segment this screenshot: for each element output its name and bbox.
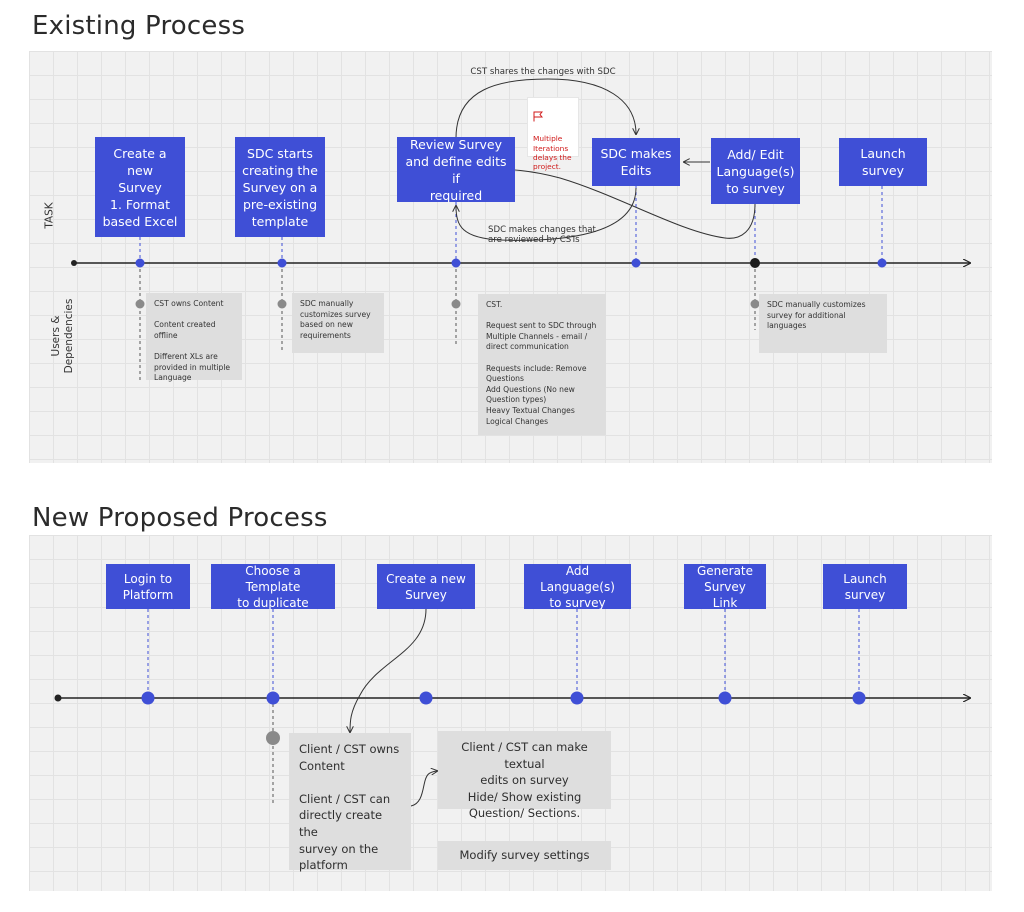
note-textual-edits: Client / CST can make textual edits on s… [438, 731, 611, 820]
timeline-dot-active [750, 258, 760, 268]
task-create-new-survey[interactable]: Create a new Survey 1. Format based Exce… [95, 137, 185, 237]
task-sdc-makes-edits[interactable]: SDC makes Edits [592, 138, 680, 186]
timeline-dot [419, 691, 433, 705]
task-login-platform[interactable]: Login to Platform [106, 564, 190, 609]
note-sdc-languages: SDC manually customizes survey for addit… [759, 294, 887, 353]
timeline-dot [718, 691, 732, 705]
task-choose-template[interactable]: Choose a Template to duplicate [211, 564, 335, 610]
warning-text: Multiple Iterations delays the project. [533, 134, 572, 172]
timeline-dot [852, 691, 866, 705]
existing-process-board [29, 51, 992, 463]
language-back-arrow [490, 169, 756, 239]
timeline-dot [631, 258, 641, 268]
create-survey-arrow [350, 608, 427, 732]
timeline-dot [141, 691, 155, 705]
note-cst-requests: CST. Request sent to SDC through Multipl… [478, 294, 606, 435]
timeline-dot [877, 258, 887, 268]
task-launch-survey-proposed[interactable]: Launch survey [823, 564, 907, 609]
loop-arrow-top [455, 78, 636, 139]
timeline-dot [277, 258, 287, 268]
note-cst-owns-content: CST owns Content Content created offline… [146, 293, 242, 382]
task-add-language[interactable]: Add Language(s) to survey [524, 564, 631, 610]
timeline-dot [266, 691, 280, 705]
task-launch-survey[interactable]: Launch survey [839, 138, 927, 186]
note-client-owns-content: Client / CST owns Content Client / CST c… [289, 733, 411, 872]
note-modify-settings: Modify survey settings [438, 841, 611, 870]
timeline-dot [570, 691, 584, 705]
warning-note: Multiple Iterations delays the project. [527, 97, 579, 171]
timeline-dot [451, 258, 461, 268]
loop-arrow-bottom [456, 187, 637, 241]
loop-label-bottom: SDC makes changes that are reviewed by C… [488, 225, 596, 245]
task-review-survey[interactable]: Review Survey and define edits if requir… [397, 137, 515, 203]
timeline-dot [135, 258, 145, 268]
red-flag-icon [533, 111, 543, 122]
task-add-edit-language[interactable]: Add/ Edit Language(s) to survey [711, 138, 800, 204]
task-create-new-survey-proposed[interactable]: Create a new Survey [377, 564, 475, 609]
task-sdc-starts-creating[interactable]: SDC starts creating the Survey on a pre-… [235, 137, 325, 237]
loop-label-top: CST shares the changes with SDC [470, 67, 616, 77]
existing-process-heading: Existing Process [32, 11, 246, 41]
proposed-process-heading: New Proposed Process [32, 503, 328, 533]
note-sdc-customizes: SDC manually customizes survey based on … [292, 293, 384, 353]
edit-arrow [410, 771, 437, 807]
task-generate-link[interactable]: Generate Survey Link [684, 564, 766, 610]
